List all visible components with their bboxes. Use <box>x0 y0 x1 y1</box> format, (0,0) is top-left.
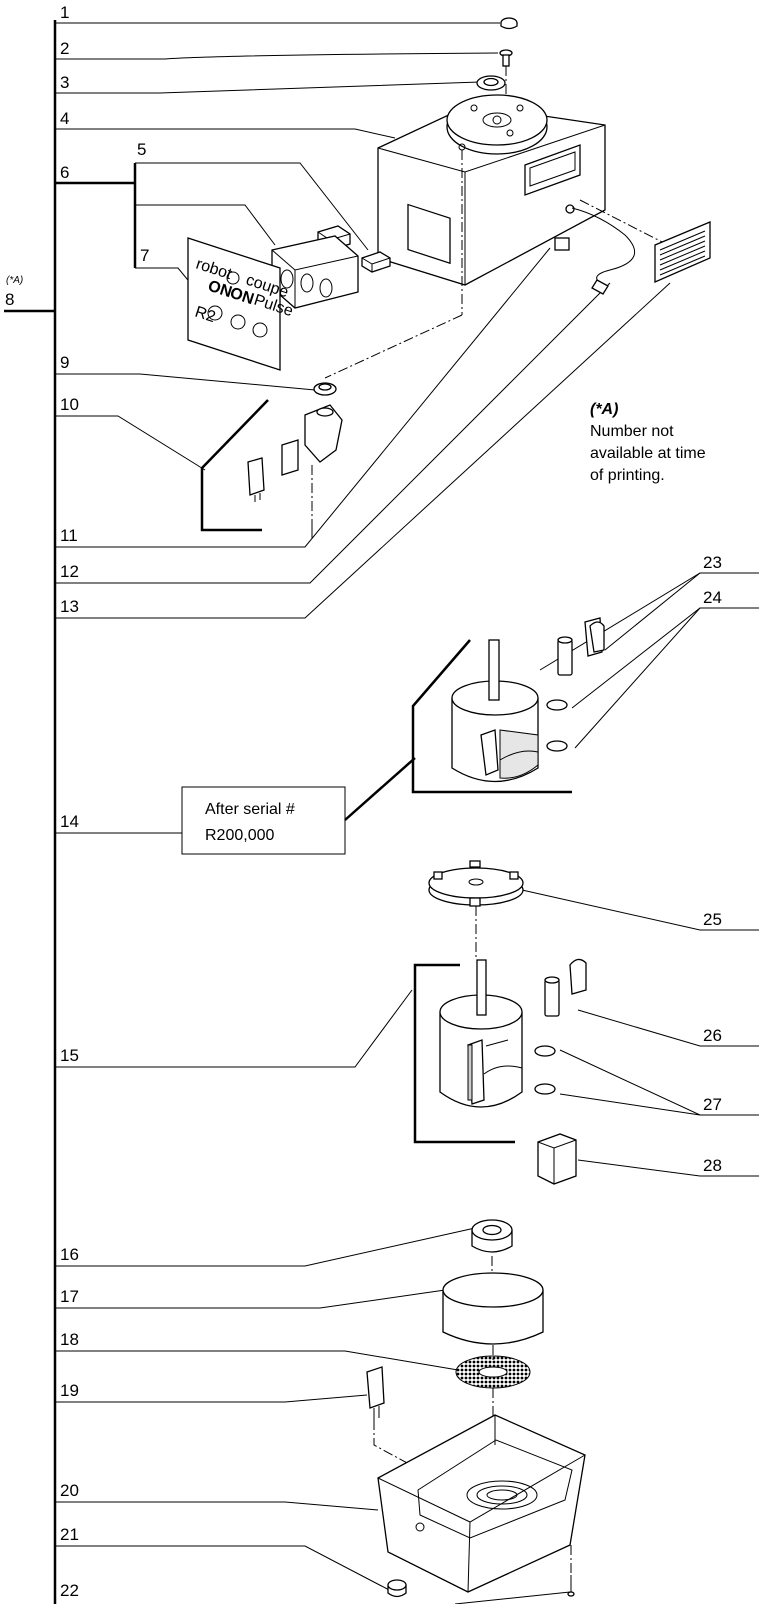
callout-20: 20 <box>60 1481 79 1500</box>
callout-4: 4 <box>60 109 69 128</box>
callout-22: 22 <box>60 1581 79 1600</box>
callout-5: 5 <box>137 140 146 159</box>
part-25-cover-plate <box>428 860 524 958</box>
leader-lines <box>55 22 671 1604</box>
part-10-switch-assembly <box>200 399 343 538</box>
callout-8: 8 <box>5 290 14 309</box>
callout-3: 3 <box>60 73 69 92</box>
footnote-note: (*A) Number not available at time of pri… <box>590 401 706 484</box>
part-17-cylinder <box>442 1272 544 1362</box>
part-22-screw <box>567 1545 575 1597</box>
callout-numbers: 1 2 3 4 5 6 7 8 9 10 11 12 13 14 15 16 1… <box>5 3 722 1600</box>
callout-17: 17 <box>60 1287 79 1306</box>
part-13-grille <box>654 221 711 283</box>
part-7-control-panel: robot coupe ON ON Pulse R2 <box>187 237 295 371</box>
callout-16: 16 <box>60 1245 79 1264</box>
callout-28: 28 <box>703 1156 722 1175</box>
part-18-filter <box>455 1355 531 1418</box>
callout-24: 24 <box>703 588 722 607</box>
callout-15: 15 <box>60 1046 79 1065</box>
part-4-housing <box>324 94 606 379</box>
callout-23: 23 <box>703 553 722 572</box>
note-line-2: available at time <box>590 445 706 462</box>
callout-14: 14 <box>60 812 79 831</box>
serial-box-line-1: After serial # <box>205 801 295 818</box>
callout-bracket <box>4 20 137 1604</box>
serial-box-line-2: R200,000 <box>205 827 274 844</box>
part-21-foot <box>387 1579 407 1598</box>
callout-21: 21 <box>60 1525 79 1544</box>
callout-1: 1 <box>60 3 69 22</box>
footnote-marker: (*A) <box>6 275 23 286</box>
part-6-switch-block <box>271 235 359 309</box>
callout-13: 13 <box>60 597 79 616</box>
panel-r2: R2 <box>193 304 218 327</box>
callout-9: 9 <box>60 353 69 372</box>
part-20-base <box>377 1414 586 1593</box>
callout-7: 7 <box>140 246 149 265</box>
part-9-bushing <box>313 382 337 396</box>
part-16-ring <box>471 1219 513 1274</box>
power-cord <box>571 199 669 295</box>
part-2-screw <box>499 49 513 110</box>
part-28-block <box>537 1133 577 1185</box>
callout-6: 6 <box>60 163 69 182</box>
callout-11: 11 <box>60 526 78 545</box>
callout-25: 25 <box>703 910 722 929</box>
callout-18: 18 <box>60 1330 79 1349</box>
note-line-3: of printing. <box>590 467 665 484</box>
note-title: (*A) <box>590 401 618 418</box>
callout-12: 12 <box>60 562 79 581</box>
callout-27: 27 <box>703 1095 722 1114</box>
part-14-motor-assembly: After serial # R200,000 <box>181 617 605 855</box>
panel-on-1: ON <box>206 278 234 302</box>
callout-2: 2 <box>60 39 69 58</box>
part-3-washer <box>476 75 506 91</box>
callout-19: 19 <box>60 1381 79 1400</box>
part-1-cap <box>500 17 518 30</box>
callout-10: 10 <box>60 395 79 414</box>
part-12-clip <box>554 237 570 251</box>
part-15-motor-assembly <box>413 958 587 1144</box>
note-line-1: Number not <box>590 423 674 440</box>
leader-lines-right <box>521 572 759 1177</box>
callout-26: 26 <box>703 1026 722 1045</box>
panel-on-2: ON <box>228 285 256 309</box>
